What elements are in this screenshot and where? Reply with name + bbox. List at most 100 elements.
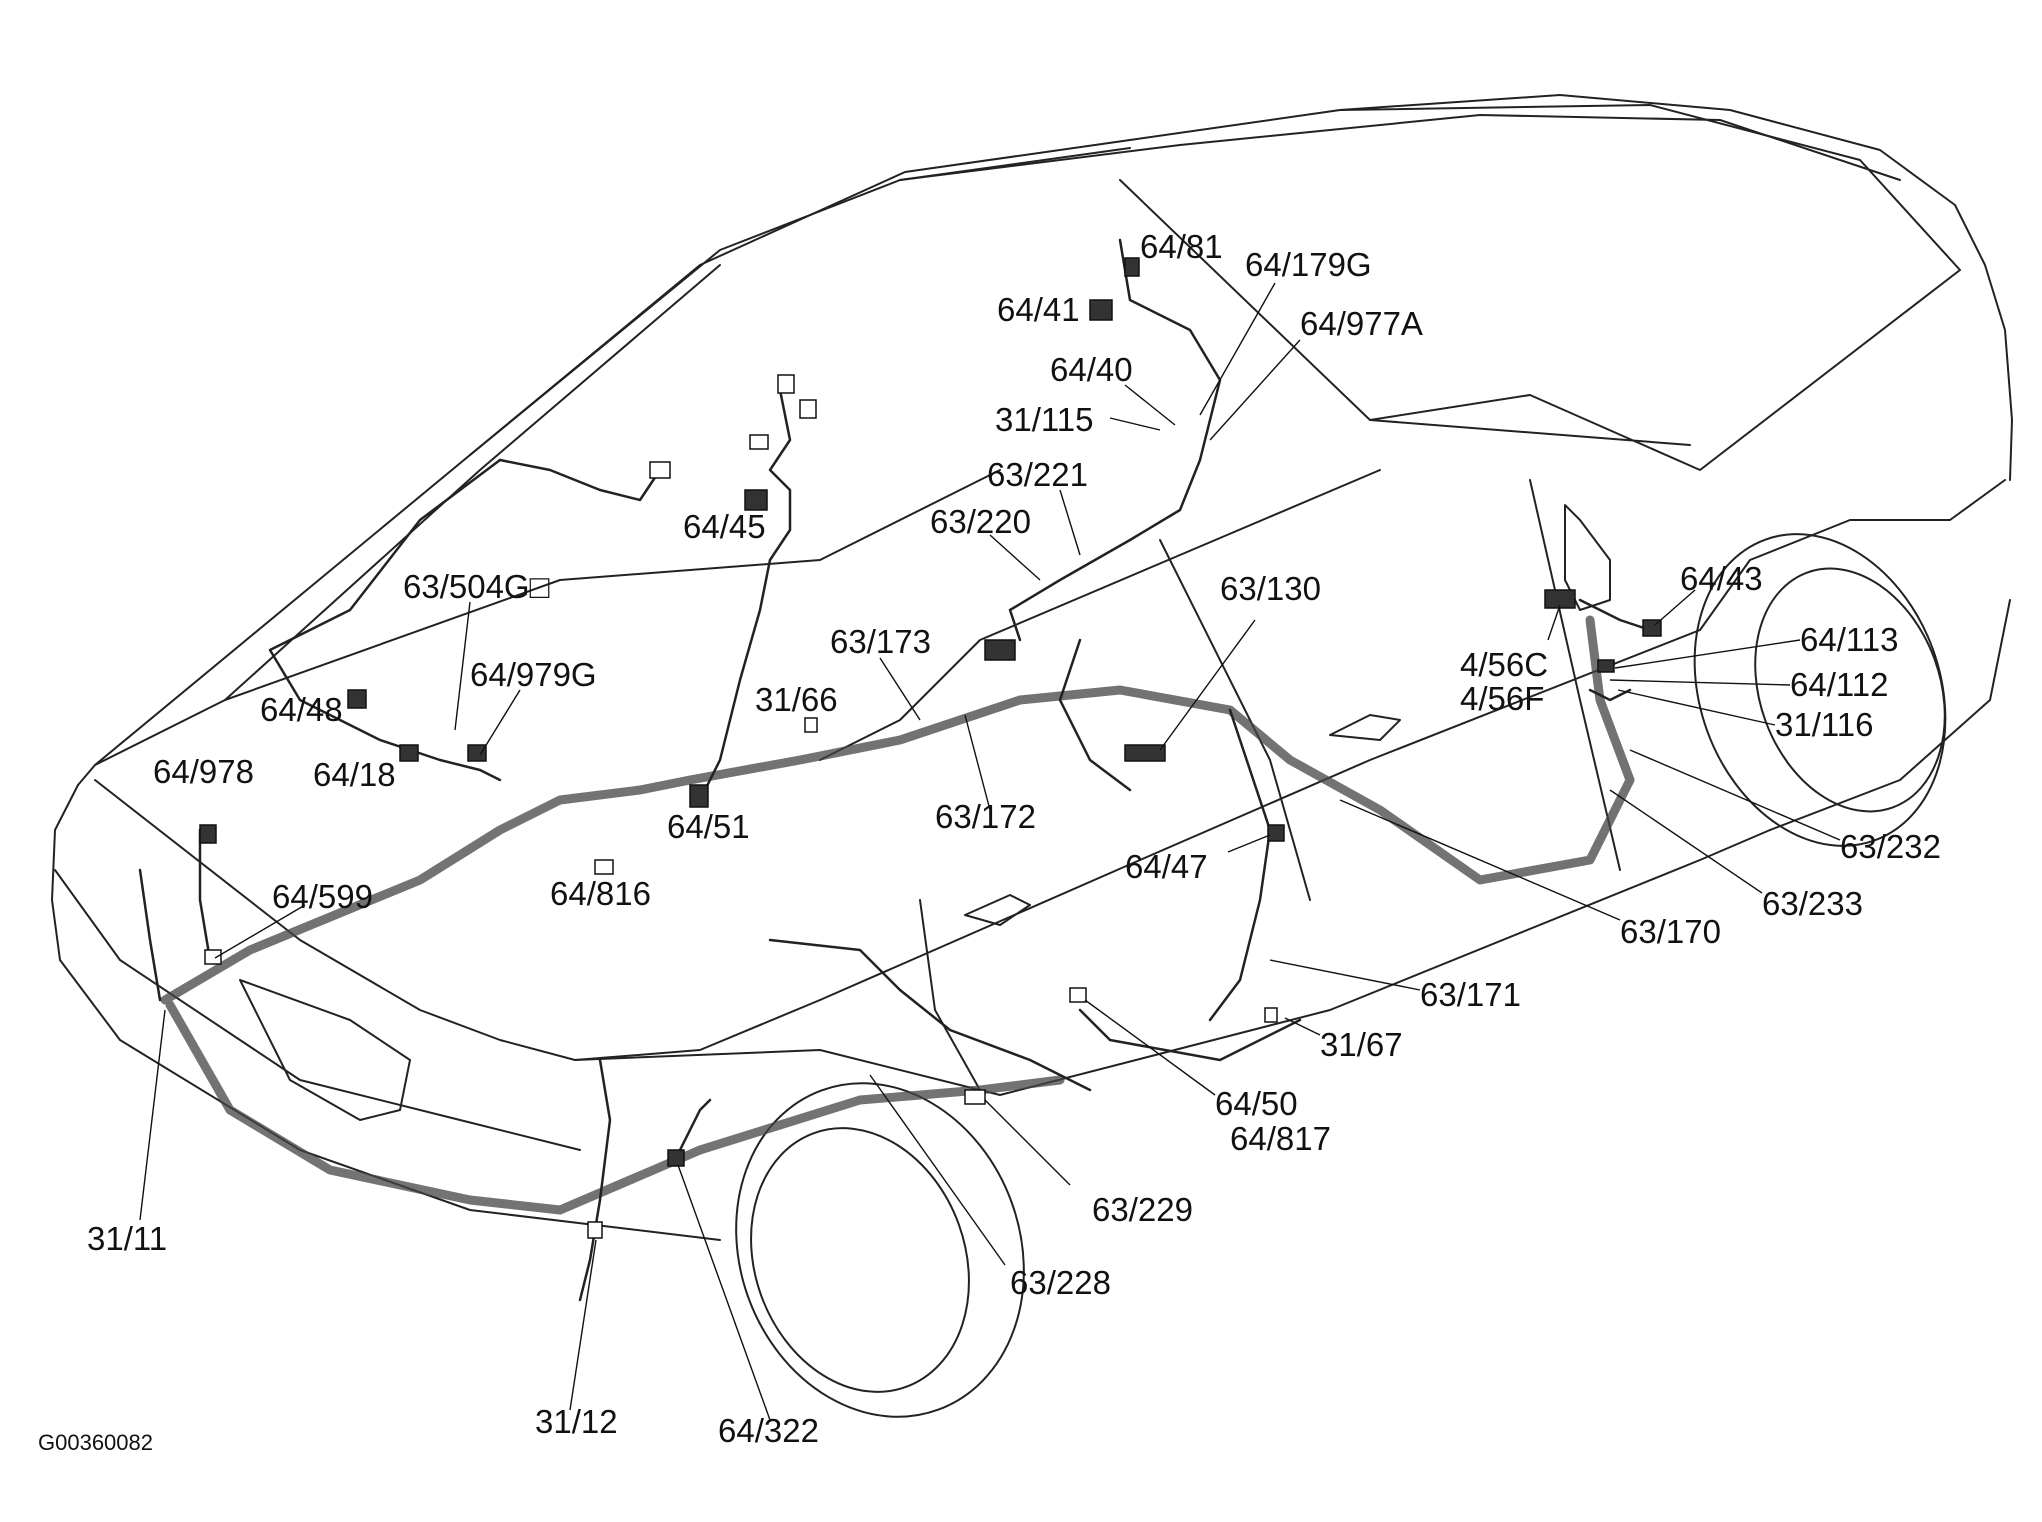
leader-64-179g [1199,282,1276,416]
rear-window-lower [94,469,1001,766]
connector-64-45 [744,489,768,511]
leader-63-228 [869,1074,1006,1266]
connector-seat-1 [777,374,795,394]
wire-rear-left-lamp [578,1058,612,1302]
leader-31-116 [1617,689,1776,726]
connector-63-173 [984,639,1016,661]
label-64-45: 64/45 [683,508,766,545]
wire-rear-right [678,1098,712,1152]
label-4-56f: 4/56F [1460,680,1545,717]
leader-63-220 [989,534,1041,581]
label-64-41: 64/41 [997,291,1080,328]
front-fender [1699,479,2006,631]
front-door-handle [1329,714,1401,741]
label-63-504g: 63/504G□ [403,568,550,605]
label-64-18: 64/18 [313,756,396,793]
label-64-40: 64/40 [1050,351,1133,388]
connector-seat-3 [749,434,769,450]
leader-4-56c [1547,604,1561,641]
leader-63-221 [1059,489,1081,556]
wire-roof-rear [498,458,662,502]
leader-63-229 [984,1099,1071,1186]
connector-64-599 [204,949,222,965]
label-31-67: 31/67 [1320,1026,1403,1063]
wire-front-door [1578,598,1652,632]
wire-center [1058,638,1132,792]
leader-31-11 [139,1009,166,1221]
label-4-56c: 4/56C [1460,646,1549,683]
label-63-130: 63/130 [1220,570,1321,607]
label-63-173: 63/173 [830,623,931,660]
a-pillar-harness [1585,615,1635,785]
leader-64-47 [1227,834,1271,853]
label-64-977a: 64/977A [1300,305,1423,342]
label-64-50: 64/50 [1215,1085,1298,1122]
connector-4-56 [1544,589,1576,609]
leader-63-130 [1159,619,1256,751]
label-63-170: 63/170 [1620,913,1721,950]
door-gap-front [1529,479,1621,871]
label-64-817: 64/817 [1230,1120,1331,1157]
roof-inner-line [469,147,1131,456]
door-belt [819,629,1701,1001]
label-64-81: 64/81 [1140,228,1223,265]
leader-64-50 [1084,999,1216,1096]
label-31-66: 31/66 [755,681,838,718]
leader-31-115 [1109,417,1161,431]
label-64-113: 64/113 [1800,621,1899,658]
wire-bpillar [1208,708,1272,1022]
connector-31-67 [1264,1007,1278,1023]
side-mirror [1564,504,1611,611]
connector-64-979g [467,744,487,762]
bumper-top [54,869,581,1151]
b-pillar [1159,539,1311,901]
label-64-979g: 64/979G [470,656,597,693]
bumper-bottom [59,959,721,1241]
rear-wheel-arch [735,1082,1025,1418]
connector-64-816 [594,859,614,875]
label-64-816: 64/816 [550,875,651,912]
label-64-322: 64/322 [718,1412,819,1449]
label-64-51: 64/51 [667,808,750,845]
leader-31-67 [1284,1017,1321,1036]
label-31-116: 31/116 [1775,706,1874,743]
label-31-11: 31/11 [87,1220,168,1257]
label-64-978: 64/978 [153,753,254,790]
rear-wheel [750,1127,970,1393]
leader-63-171 [1269,959,1421,991]
label-63-220: 63/220 [930,503,1031,540]
front-wheel-arch [1693,533,1947,847]
connector-64-48 [347,689,367,709]
connector-roof-rear [649,461,671,479]
leader-64-112 [1609,679,1791,686]
leader-31-12 [569,1239,597,1411]
label-63-172: 63/172 [935,798,1036,835]
rear-window-line [224,264,721,701]
label-64-112: 64/112 [1790,666,1889,703]
wire-rear-door [768,938,1092,1092]
label-63-228: 63/228 [1010,1264,1111,1301]
label-63-229: 63/229 [1092,1191,1193,1228]
label-64-47: 64/47 [1125,848,1208,885]
wire-seat [703,388,792,792]
leader-64-599 [214,904,306,959]
door-gap-rear [919,899,981,1091]
front-bumper [1769,599,2011,831]
label-63-233: 63/233 [1762,885,1863,922]
connector-64-978 [199,824,217,844]
leader-64-322 [677,1164,771,1421]
connector-63-130 [1124,744,1166,762]
wire-sill-front [1078,1008,1302,1062]
leader-63-172 [964,714,991,811]
label-64-599: 64/599 [272,878,373,915]
label-64-179g: 64/179G [1245,246,1372,283]
leader-64-43 [1654,589,1696,626]
wire-roof-left [268,458,502,782]
rear-door-outline [819,469,1381,761]
main-harness-floor [685,695,1025,785]
connector-64-113 [1597,659,1615,673]
connector-64-51 [689,784,709,808]
sill-line [574,829,1771,1096]
trunk-lid [94,779,576,1061]
connector-64-50 [1069,987,1087,1003]
